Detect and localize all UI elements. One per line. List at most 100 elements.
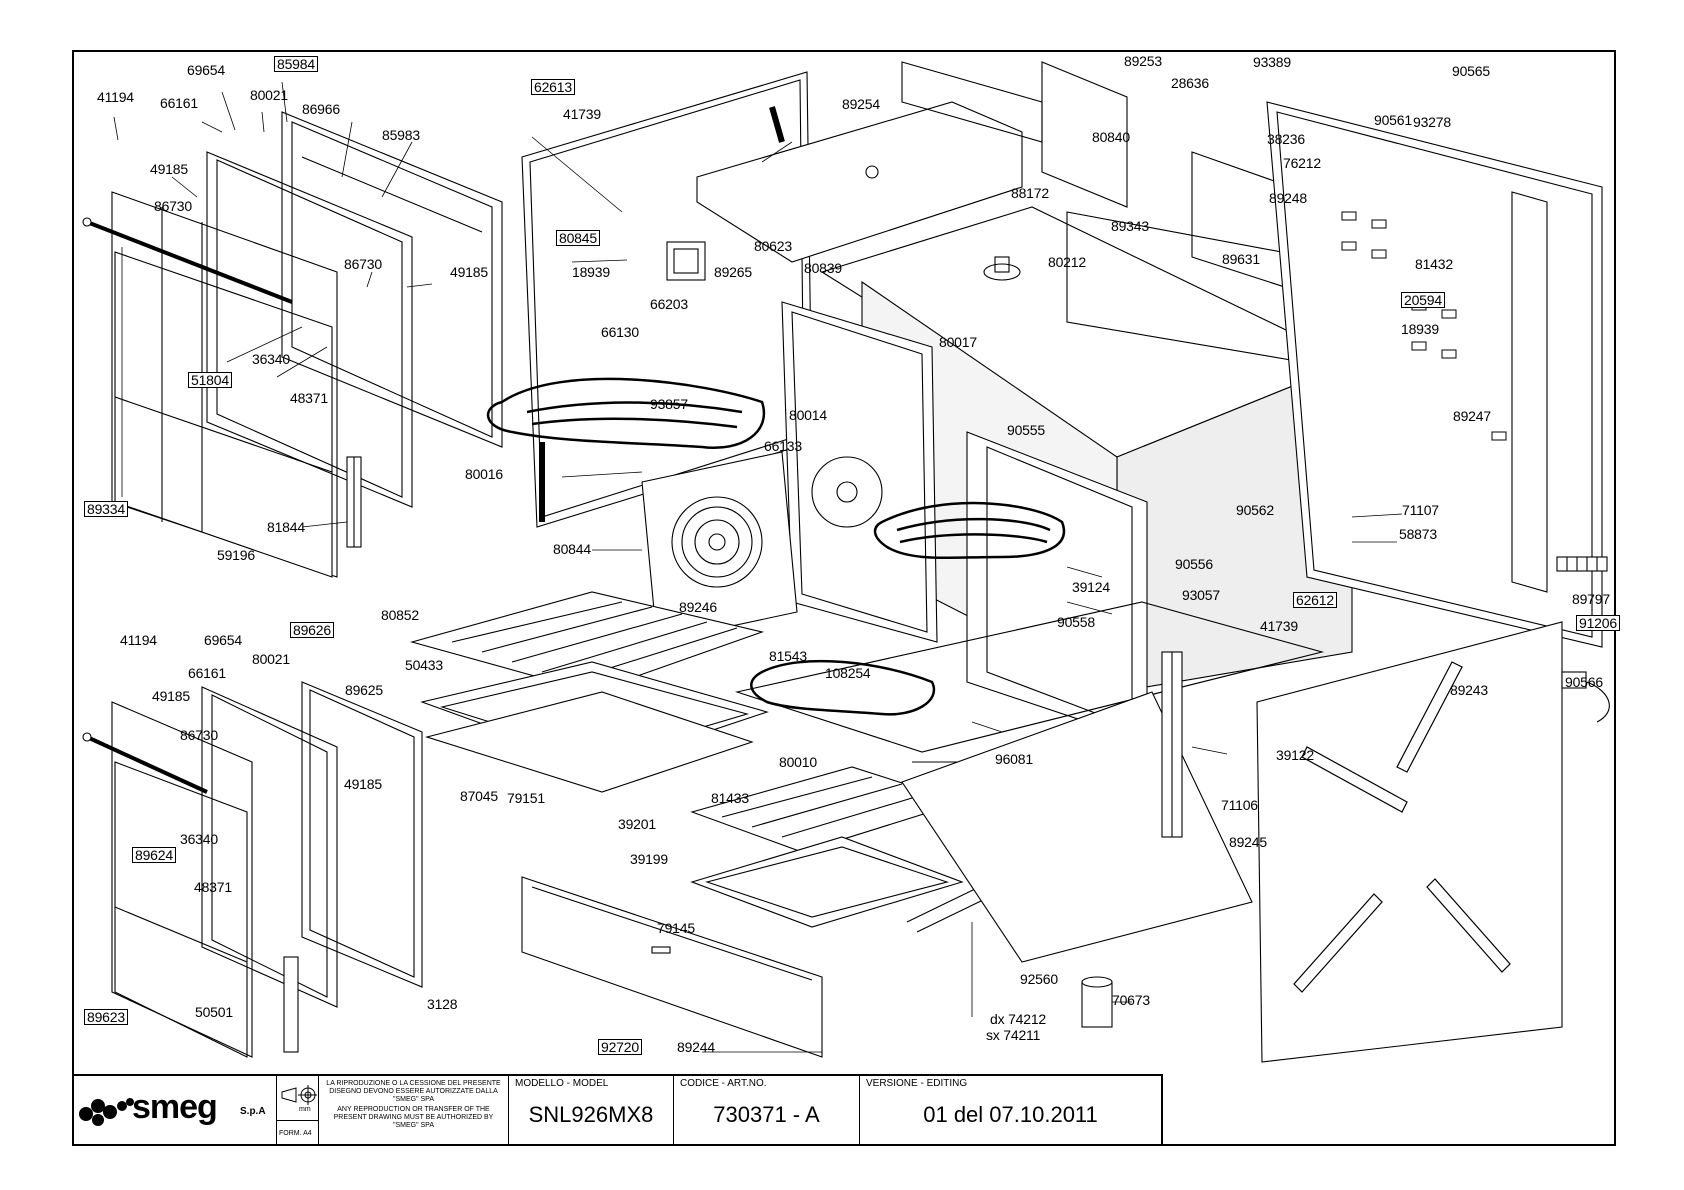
part-label: 36340 bbox=[180, 831, 218, 847]
foot-drawing bbox=[1081, 976, 1113, 1028]
part-label: 80845 bbox=[556, 230, 600, 246]
part-label: 50501 bbox=[195, 1004, 233, 1020]
part-label: 39201 bbox=[618, 816, 656, 832]
projection-cell: mm FORM. A4 bbox=[277, 1076, 319, 1146]
part-label: 70673 bbox=[1112, 992, 1150, 1008]
part-label: 81433 bbox=[711, 790, 749, 806]
part-label: 89254 bbox=[842, 96, 880, 112]
part-label: 96081 bbox=[995, 751, 1033, 767]
part-label: 28636 bbox=[1171, 75, 1209, 91]
oven-cavity-drawing bbox=[734, 151, 1363, 753]
part-label: 41739 bbox=[1260, 618, 1298, 634]
part-label: 41739 bbox=[563, 106, 601, 122]
part-label: 62613 bbox=[531, 79, 575, 95]
part-label: 80844 bbox=[553, 541, 591, 557]
part-label: 108254 bbox=[825, 665, 871, 681]
brand-suffix: S.p.A bbox=[240, 1106, 266, 1117]
outer-side-panel-drawing bbox=[1256, 621, 1563, 1063]
part-label: 89625 bbox=[345, 682, 383, 698]
part-label: 93057 bbox=[1182, 587, 1220, 603]
telescopic-rails-drawing bbox=[901, 691, 1253, 963]
part-label: 79151 bbox=[507, 790, 545, 806]
part-label: 89343 bbox=[1111, 218, 1149, 234]
part-label: 80840 bbox=[1092, 129, 1130, 145]
model-cell: MODELLO - MODEL SNL926MX8 bbox=[509, 1076, 674, 1146]
model-caption: MODELLO - MODEL bbox=[515, 1078, 609, 1089]
format-label: FORM. A4 bbox=[279, 1130, 312, 1137]
part-label: 90558 bbox=[1057, 614, 1095, 630]
part-label: 80839 bbox=[804, 260, 842, 276]
part-label: 66161 bbox=[188, 665, 226, 681]
part-label: 39122 bbox=[1276, 747, 1314, 763]
part-label: 93278 bbox=[1413, 114, 1451, 130]
part-label: 90562 bbox=[1236, 502, 1274, 518]
code-cell: CODICE - ART.NO. 730371 - A bbox=[674, 1076, 860, 1146]
part-label: dx 74212 bbox=[990, 1011, 1047, 1027]
part-label: 86730 bbox=[344, 256, 382, 272]
part-label: 39124 bbox=[1072, 579, 1110, 595]
part-label: 80212 bbox=[1048, 254, 1086, 270]
part-label: 80017 bbox=[939, 334, 977, 350]
notice-cell: LA RIPRODUZIONE O LA CESSIONE DEL PRESEN… bbox=[319, 1076, 509, 1146]
part-label: 86730 bbox=[180, 727, 218, 743]
part-label: 80623 bbox=[754, 238, 792, 254]
part-label: 62612 bbox=[1293, 592, 1337, 608]
part-label: 90565 bbox=[1452, 63, 1490, 79]
part-label: 88172 bbox=[1011, 185, 1049, 201]
part-label: 89247 bbox=[1453, 408, 1491, 424]
right-side-panel-drawing bbox=[1266, 101, 1603, 648]
part-label: 80021 bbox=[252, 651, 290, 667]
part-label: 89624 bbox=[132, 847, 176, 863]
part-label: 90561 bbox=[1374, 112, 1412, 128]
part-label: 89243 bbox=[1450, 682, 1488, 698]
part-label: 90566 bbox=[1565, 674, 1603, 690]
fan-cover-drawing bbox=[641, 451, 883, 643]
part-label: 89244 bbox=[677, 1039, 715, 1055]
part-label: 18939 bbox=[572, 264, 610, 280]
part-label: 89248 bbox=[1269, 190, 1307, 206]
part-label: 92560 bbox=[1020, 971, 1058, 987]
grill-element-drawing bbox=[486, 377, 1066, 716]
part-label: 69654 bbox=[187, 62, 225, 78]
projection-symbol-icon bbox=[281, 1085, 317, 1105]
notice-english: ANY REPRODUCTION OR TRANSFER OF THE PRES… bbox=[333, 1106, 494, 1129]
part-label: 93857 bbox=[650, 396, 688, 412]
part-label: 90555 bbox=[1007, 422, 1045, 438]
title-block: smeg S.p.A mm FORM. A4 LA RIPRODUZIONE O… bbox=[72, 1074, 1163, 1146]
brand-cell: smeg S.p.A bbox=[72, 1076, 277, 1146]
part-label: 93389 bbox=[1253, 54, 1291, 70]
door-hinge-right-drawing bbox=[1161, 651, 1183, 838]
part-label: 89631 bbox=[1222, 251, 1260, 267]
part-label: 89253 bbox=[1124, 53, 1162, 69]
part-label: 80016 bbox=[465, 466, 503, 482]
exploded-view-drawing bbox=[82, 61, 1610, 1063]
drawer-front-drawing bbox=[521, 876, 823, 1058]
part-label: 86966 bbox=[302, 101, 340, 117]
part-label: 80852 bbox=[381, 607, 419, 623]
part-label: 85983 bbox=[382, 127, 420, 143]
part-label: 80014 bbox=[789, 407, 827, 423]
part-label: 85984 bbox=[274, 56, 318, 72]
part-label: 76212 bbox=[1283, 155, 1321, 171]
part-label: 81543 bbox=[769, 648, 807, 664]
part-label: 49185 bbox=[150, 161, 188, 177]
part-label: 49185 bbox=[450, 264, 488, 280]
part-label: 81844 bbox=[267, 519, 305, 535]
part-label: 91206 bbox=[1576, 615, 1620, 631]
brand-name: smeg bbox=[132, 1088, 218, 1126]
part-label: 66133 bbox=[764, 438, 802, 454]
code-value: 730371 - A bbox=[713, 1102, 820, 1127]
smeg-logo-icon bbox=[79, 1098, 134, 1126]
top-cover-drawing bbox=[666, 61, 1128, 281]
part-label: 36340 bbox=[252, 351, 290, 367]
part-label: 49185 bbox=[344, 776, 382, 792]
rack-upper-drawing bbox=[409, 591, 764, 693]
upper-door-drawing bbox=[82, 111, 503, 578]
model-value: SNL926MX8 bbox=[528, 1102, 654, 1127]
part-label: 71107 bbox=[1402, 502, 1439, 518]
unit-label: mm bbox=[299, 1106, 311, 1113]
part-label: 66203 bbox=[650, 296, 688, 312]
part-label: 80021 bbox=[250, 87, 288, 103]
part-label: 86730 bbox=[154, 198, 192, 214]
